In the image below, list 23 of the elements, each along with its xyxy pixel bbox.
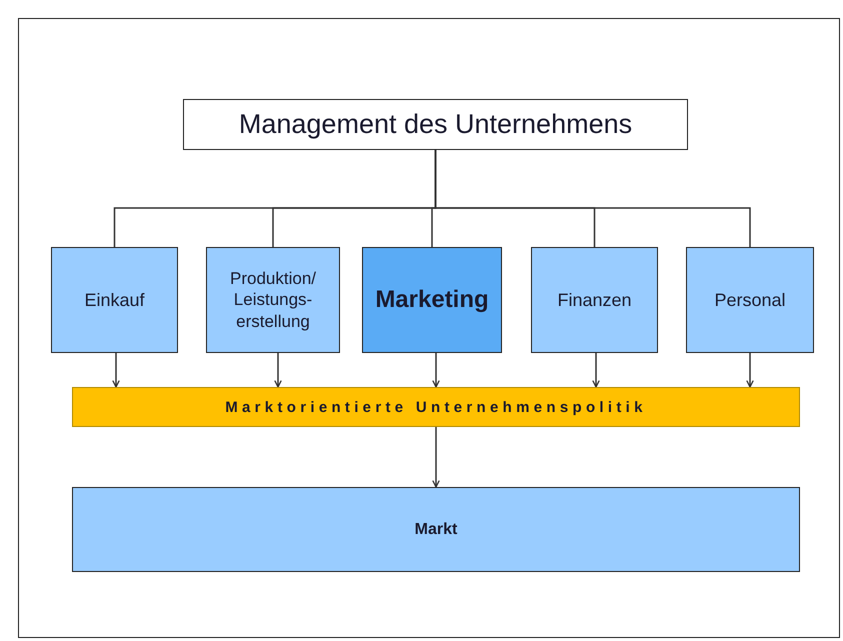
connector-line [434, 150, 751, 247]
box-label: Finanzen [557, 290, 632, 310]
department-box [531, 247, 658, 353]
arrow [432, 353, 440, 388]
department-box [206, 247, 340, 353]
arrow [274, 353, 282, 388]
box-label: Marketing [375, 286, 489, 314]
title-box [183, 99, 688, 150]
arrow [592, 353, 600, 388]
policy-bar [72, 387, 800, 427]
box-label: Markt [414, 520, 458, 538]
department-box [51, 247, 178, 353]
box-label: Marktorientierte Unternehmenspolitik [225, 398, 647, 416]
department-box [362, 247, 502, 353]
box-label: Personal [714, 290, 786, 310]
box-label: Einkauf [84, 290, 145, 310]
box-label: Management des Unternehmens [238, 109, 632, 140]
arrow [112, 353, 120, 388]
box-label: Produktion/ Leistungs-erstellung [229, 268, 317, 332]
arrow [432, 427, 440, 488]
market-box [72, 487, 800, 572]
department-box [686, 247, 814, 353]
arrow [746, 353, 754, 388]
